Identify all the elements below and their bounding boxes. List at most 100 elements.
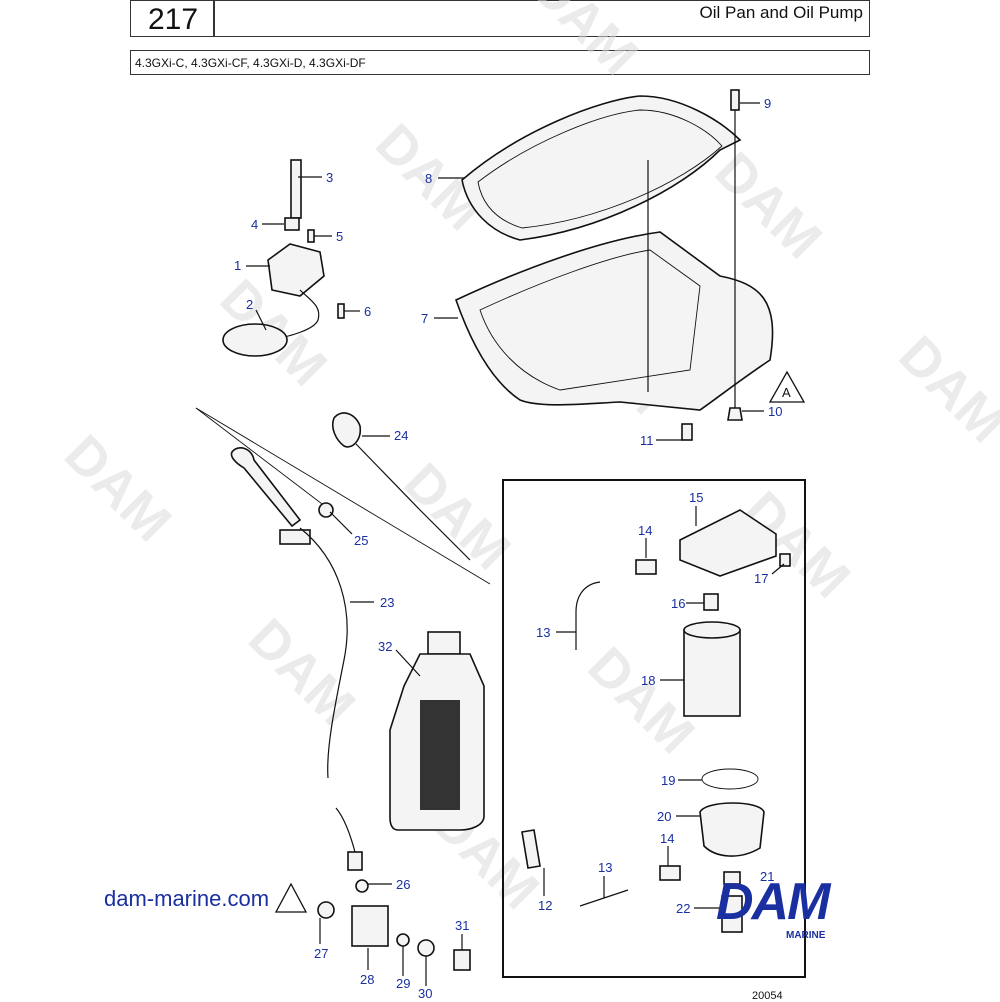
dipstick-boundary-top: [195, 407, 491, 585]
hose-fitting: [347, 851, 363, 871]
pan-bolt: [681, 423, 693, 441]
callout-19: 19: [661, 773, 675, 788]
pump-screw: [307, 229, 315, 243]
filter-box: [502, 479, 806, 978]
bottle-cap: [427, 631, 461, 655]
bottle-label: [420, 700, 460, 810]
oil-bottle: [389, 631, 485, 831]
oring-26: [355, 879, 369, 893]
callout-24: 24: [394, 428, 408, 443]
models-box: 4.3GXi-C, 4.3GXi-CF, 4.3GXi-D, 4.3GXi-DF: [130, 50, 870, 75]
brand-subtitle: MARINE: [786, 930, 826, 941]
title-box: Oil Pan and Oil Pump: [214, 0, 870, 37]
stud-22: [721, 895, 743, 933]
oring-29: [396, 933, 410, 947]
callout-27: 27: [314, 946, 328, 961]
callout-13a: 13: [536, 625, 550, 640]
nut: [727, 407, 743, 421]
callout-13b: 13: [598, 860, 612, 875]
watermark-text: DAM: [887, 325, 1000, 454]
dipstick-tube: [299, 527, 348, 779]
callout-9: 9: [764, 96, 771, 111]
page-number-box: 217: [130, 0, 214, 37]
dipstick-group: [195, 407, 491, 779]
leader-lines: [246, 102, 785, 986]
callout-17: 17: [754, 571, 768, 586]
bolt-17: [779, 553, 791, 567]
pan-gasket: [461, 95, 742, 241]
watermark-text: DAM: [704, 141, 833, 270]
callout-11: 11: [640, 433, 654, 448]
callout-28: 28: [360, 972, 374, 987]
ref-mark-a: A: [782, 385, 791, 400]
filter-box-frame: [502, 479, 806, 978]
callout-6: 6: [364, 304, 371, 319]
callout-20: 20: [657, 809, 671, 824]
callouts: 1 2 3 4 5 6 7 8 9 10 11 12 13 13 14 14 1…: [234, 96, 782, 1000]
drain-hose: [335, 807, 357, 857]
callout-2: 2: [246, 297, 253, 312]
pump-shaft: [290, 159, 302, 219]
pump-body: [267, 243, 325, 297]
dipstick-rod: [355, 443, 471, 561]
callout-5: 5: [336, 229, 343, 244]
drain-plug: [453, 949, 471, 971]
callout-8: 8: [425, 171, 432, 186]
callout-30: 30: [418, 986, 432, 1000]
pickup-screen: [222, 323, 288, 357]
callout-32: 32: [378, 639, 392, 654]
brand-logo: DAM: [716, 873, 830, 931]
drain-group: [317, 807, 471, 971]
nipple-16: [703, 593, 719, 611]
callout-22: 22: [676, 901, 690, 916]
callout-21: 21: [760, 869, 774, 884]
callout-29: 29: [396, 976, 410, 991]
site-url[interactable]: dam-marine.com: [104, 886, 270, 911]
bracket-bolt: [318, 502, 334, 518]
oring-19: [701, 768, 759, 790]
fitting-14a: [635, 559, 657, 575]
dipstick-handle: [331, 412, 362, 448]
watermark-text: DAM: [520, 0, 649, 86]
watermark-text: DAM: [53, 424, 182, 553]
callout-3: 3: [326, 170, 333, 185]
callout-1: 1: [234, 258, 241, 273]
ref-triangle-a: [768, 370, 806, 403]
filter-adapter: [679, 509, 777, 577]
oil-pan: [455, 231, 774, 411]
fitting-14b: [659, 865, 681, 881]
callout-23: 23: [380, 595, 394, 610]
callout-12: 12: [538, 898, 552, 913]
callout-25: 25: [354, 533, 368, 548]
callout-31: 31: [455, 918, 469, 933]
filter-base: [699, 802, 765, 857]
washer-27: [317, 901, 335, 919]
model-list: 4.3GXi-C, 4.3GXi-CF, 4.3GXi-D, 4.3GXi-DF: [135, 56, 366, 70]
pickup-tube: [271, 289, 320, 341]
callout-14a: 14: [638, 523, 652, 538]
clamp-12: [521, 829, 541, 869]
page-number: 217: [147, 3, 199, 36]
pump-bolt: [337, 303, 345, 319]
drawing-number: 20054: [752, 990, 783, 1002]
stud: [730, 89, 740, 111]
hose-13a: [575, 581, 601, 650]
warning-triangle-icon: [274, 882, 308, 913]
callout-15: 15: [689, 490, 703, 505]
shaft-collar: [284, 217, 300, 231]
dipstick-boundary: [195, 407, 331, 511]
drain-valve-body: [351, 905, 389, 947]
oil-filter: [683, 629, 741, 717]
oil-pan-group: A: [455, 89, 806, 441]
page-title: Oil Pan and Oil Pump: [699, 3, 863, 22]
oring-21: [723, 871, 741, 885]
washer-30: [417, 939, 435, 957]
callout-10: 10: [768, 404, 782, 419]
oil-pan-inner: [479, 249, 701, 391]
gasket-inner: [477, 109, 723, 229]
oil-pump-group: [222, 159, 345, 357]
callout-14b: 14: [660, 831, 674, 846]
callout-16: 16: [671, 596, 685, 611]
callout-18: 18: [641, 673, 655, 688]
